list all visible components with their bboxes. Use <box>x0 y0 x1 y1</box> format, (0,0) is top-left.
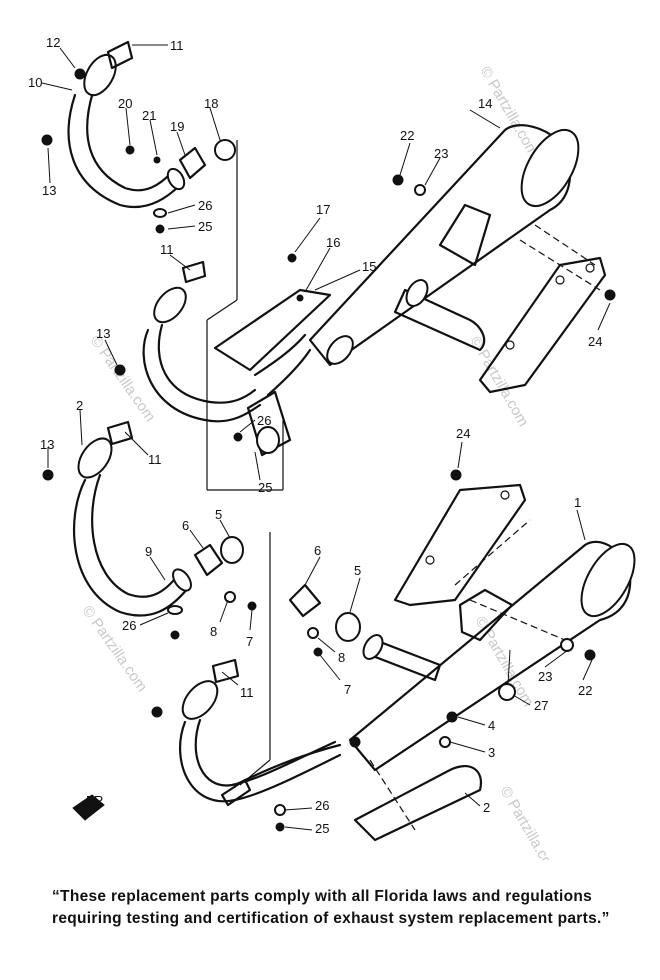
callout-label: 26 <box>122 618 136 633</box>
callout-label: 11 <box>170 38 184 53</box>
callout-label: 5 <box>354 563 361 578</box>
assembly-dash-lines <box>369 224 601 831</box>
heat-shield <box>353 764 483 842</box>
bracket-plate-upper <box>478 256 607 394</box>
callout-label: 26 <box>315 798 329 813</box>
callout-label: 20 <box>118 96 132 111</box>
watermark: © Partzilla.com <box>87 333 159 426</box>
callout-label: 5 <box>215 507 222 522</box>
header-pipe-bottom <box>179 658 342 807</box>
callout-label: 13 <box>40 437 54 452</box>
callout-label: 24 <box>456 426 470 441</box>
callout-label: 4 <box>488 718 495 733</box>
callout-label: 13 <box>96 326 110 341</box>
callout-label: 23 <box>434 146 448 161</box>
callout-label: 10 <box>28 75 42 90</box>
leader-lines <box>41 44 611 831</box>
callout-label: 23 <box>538 669 552 684</box>
muffler-lower <box>233 540 636 787</box>
callout-label: 11 <box>160 242 174 257</box>
callout-label: 25 <box>198 219 212 234</box>
header-pipe-middle <box>142 260 262 423</box>
header-pipe-upper <box>67 40 186 209</box>
callout-label: 9 <box>145 544 152 559</box>
fasteners <box>41 134 616 832</box>
callout-label: 11 <box>148 452 162 467</box>
callout-label: 1 <box>574 495 581 510</box>
callout-label: 26 <box>257 413 271 428</box>
callout-label: 25 <box>315 821 329 836</box>
compliance-notice: “These replacement parts comply with all… <box>52 888 610 927</box>
header-pipe-lower <box>72 420 192 617</box>
callout-label: 18 <box>204 96 218 111</box>
callout-label: 14 <box>478 96 492 111</box>
callout-label: 13 <box>42 183 56 198</box>
callout-label: 27 <box>534 698 548 713</box>
watermark: © Partzilla.com <box>497 784 562 861</box>
callout-label: 19 <box>170 119 184 134</box>
front-marker: FR <box>72 793 105 821</box>
callout-label: 8 <box>210 624 217 639</box>
callout-label: 17 <box>316 202 330 217</box>
callouts: 12 11 10 20 21 18 19 13 26 25 14 22 23 1… <box>28 35 602 836</box>
front-marker-label: FR <box>86 793 103 808</box>
callout-label: 16 <box>326 235 340 250</box>
callout-label: 8 <box>338 650 345 665</box>
callout-label: 7 <box>344 682 351 697</box>
callout-label: 15 <box>362 259 376 274</box>
callout-label: 22 <box>400 128 414 143</box>
callout-label: 6 <box>182 518 189 533</box>
callout-label: 11 <box>240 685 254 700</box>
callout-label: 2 <box>483 800 490 815</box>
muffler-upper <box>213 124 580 457</box>
callout-label: 25 <box>258 480 272 495</box>
callout-label: 3 <box>488 745 495 760</box>
callout-label: 6 <box>314 543 321 558</box>
callout-label: 21 <box>142 108 156 123</box>
callout-label: 22 <box>578 683 592 698</box>
bracket-plate-lower <box>393 483 527 607</box>
exhaust-exploded-diagram: © Partzilla.com © Partzilla.com © Partzi… <box>28 35 636 861</box>
watermark: © Partzilla.com <box>477 64 542 160</box>
callout-label: 24 <box>588 334 602 349</box>
callout-label: 12 <box>46 35 60 50</box>
callout-label: 7 <box>246 634 253 649</box>
callout-label: 2 <box>76 398 83 413</box>
callout-label: 26 <box>198 198 212 213</box>
